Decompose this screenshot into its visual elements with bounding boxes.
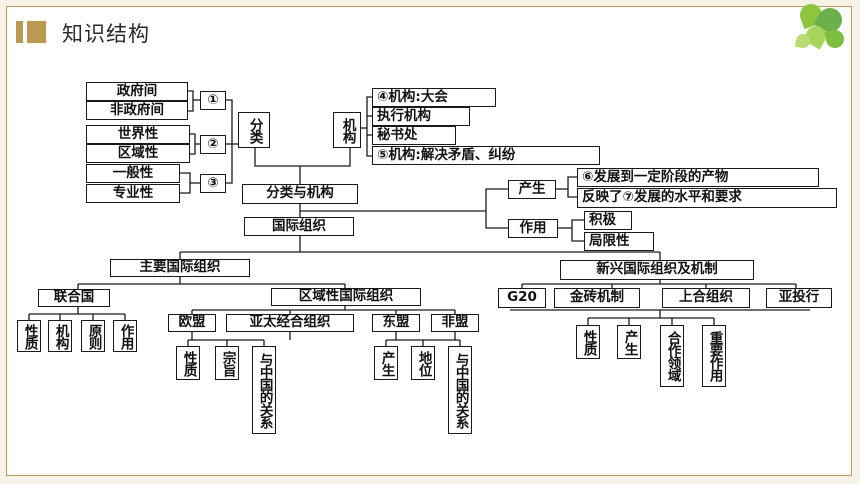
node-eu-xingzhi: 性质 bbox=[176, 346, 200, 380]
node-yatouhang: 亚投行 bbox=[766, 288, 832, 308]
node-new-chansheng: 产生 bbox=[617, 325, 641, 359]
node-asean-guanxi: 与中国的关系 bbox=[448, 346, 472, 434]
node-zuoyong: 作用 bbox=[508, 219, 558, 238]
node-yibanxing: 一般性 bbox=[86, 164, 180, 183]
node-un-yuanze: 原则 bbox=[81, 320, 105, 352]
node-jigou-jiejue: ⑤机构:解决矛盾、纠纷 bbox=[372, 146, 600, 165]
node-feimeng: 非盟 bbox=[431, 314, 479, 332]
node-un-jigou: 机构 bbox=[48, 320, 72, 352]
node-shijiexing: 世界性 bbox=[86, 125, 190, 144]
node-fenlei: 分类 bbox=[238, 112, 270, 148]
node-fazhan: ⑥发展到一定阶段的产物 bbox=[577, 168, 819, 187]
node-zhuyao-guoji-zuzhi: 主要国际组织 bbox=[110, 259, 250, 277]
node-circle-2: ② bbox=[200, 135, 226, 154]
node-new-xingzhi: 性质 bbox=[576, 325, 600, 359]
node-juxianxing: 局限性 bbox=[584, 232, 654, 251]
node-lianheguo: 联合国 bbox=[38, 289, 110, 307]
node-un-xingzhi: 性质 bbox=[17, 320, 41, 352]
node-quyuxing: 区域性 bbox=[86, 144, 190, 163]
node-shanghe-zuzhi: 上合组织 bbox=[662, 288, 750, 308]
node-guoji-zuzhi: 国际组织 bbox=[244, 217, 354, 236]
node-mishuchu: 秘书处 bbox=[372, 126, 456, 145]
node-g20: G20 bbox=[498, 288, 546, 308]
node-feizhengfujian: 非政府间 bbox=[86, 101, 188, 120]
node-fanying: 反映了⑦发展的水平和要求 bbox=[577, 188, 837, 208]
node-circle-3: ③ bbox=[200, 174, 226, 193]
node-eu-zongzhi: 宗旨 bbox=[215, 346, 239, 380]
node-chansheng: 产生 bbox=[508, 180, 556, 199]
node-eu-guanxi: 与中国的关系 bbox=[252, 346, 276, 434]
header-bar-mark bbox=[16, 21, 23, 43]
node-jiji: 积极 bbox=[584, 211, 632, 230]
node-fenlei-yu-jigou: 分类与机构 bbox=[242, 184, 358, 204]
node-jinzhuan-jizhi: 金砖机制 bbox=[554, 288, 640, 308]
node-jigou-dahui: ④机构:大会 bbox=[372, 88, 496, 107]
node-circle-1: ① bbox=[200, 91, 226, 110]
node-yatai-jinghe: 亚太经合组织 bbox=[226, 314, 354, 332]
node-asean-diwei: 地位 bbox=[411, 346, 435, 380]
node-oumeng: 欧盟 bbox=[168, 314, 216, 332]
page-title: 知识结构 bbox=[62, 22, 150, 46]
node-new-zhongyao-zuoyong: 重要作用 bbox=[702, 325, 726, 387]
node-zhuanyexing: 专业性 bbox=[86, 184, 180, 203]
node-zhengfujian: 政府间 bbox=[86, 82, 188, 101]
node-new-hezuo-lingyu: 合作领域 bbox=[660, 325, 684, 387]
node-asean-chansheng: 产生 bbox=[374, 346, 398, 380]
node-xinxing-guoji-zuzhi: 新兴国际组织及机制 bbox=[560, 260, 754, 280]
node-un-zuoyong: 作用 bbox=[113, 320, 137, 352]
header-block-mark bbox=[27, 21, 46, 43]
node-jigou: 机构 bbox=[333, 112, 361, 148]
node-dongmeng: 东盟 bbox=[372, 314, 420, 332]
node-zhixing-jigou: 执行机构 bbox=[372, 107, 470, 126]
node-quyuxing-guoji-zuzhi: 区域性国际组织 bbox=[271, 288, 421, 306]
